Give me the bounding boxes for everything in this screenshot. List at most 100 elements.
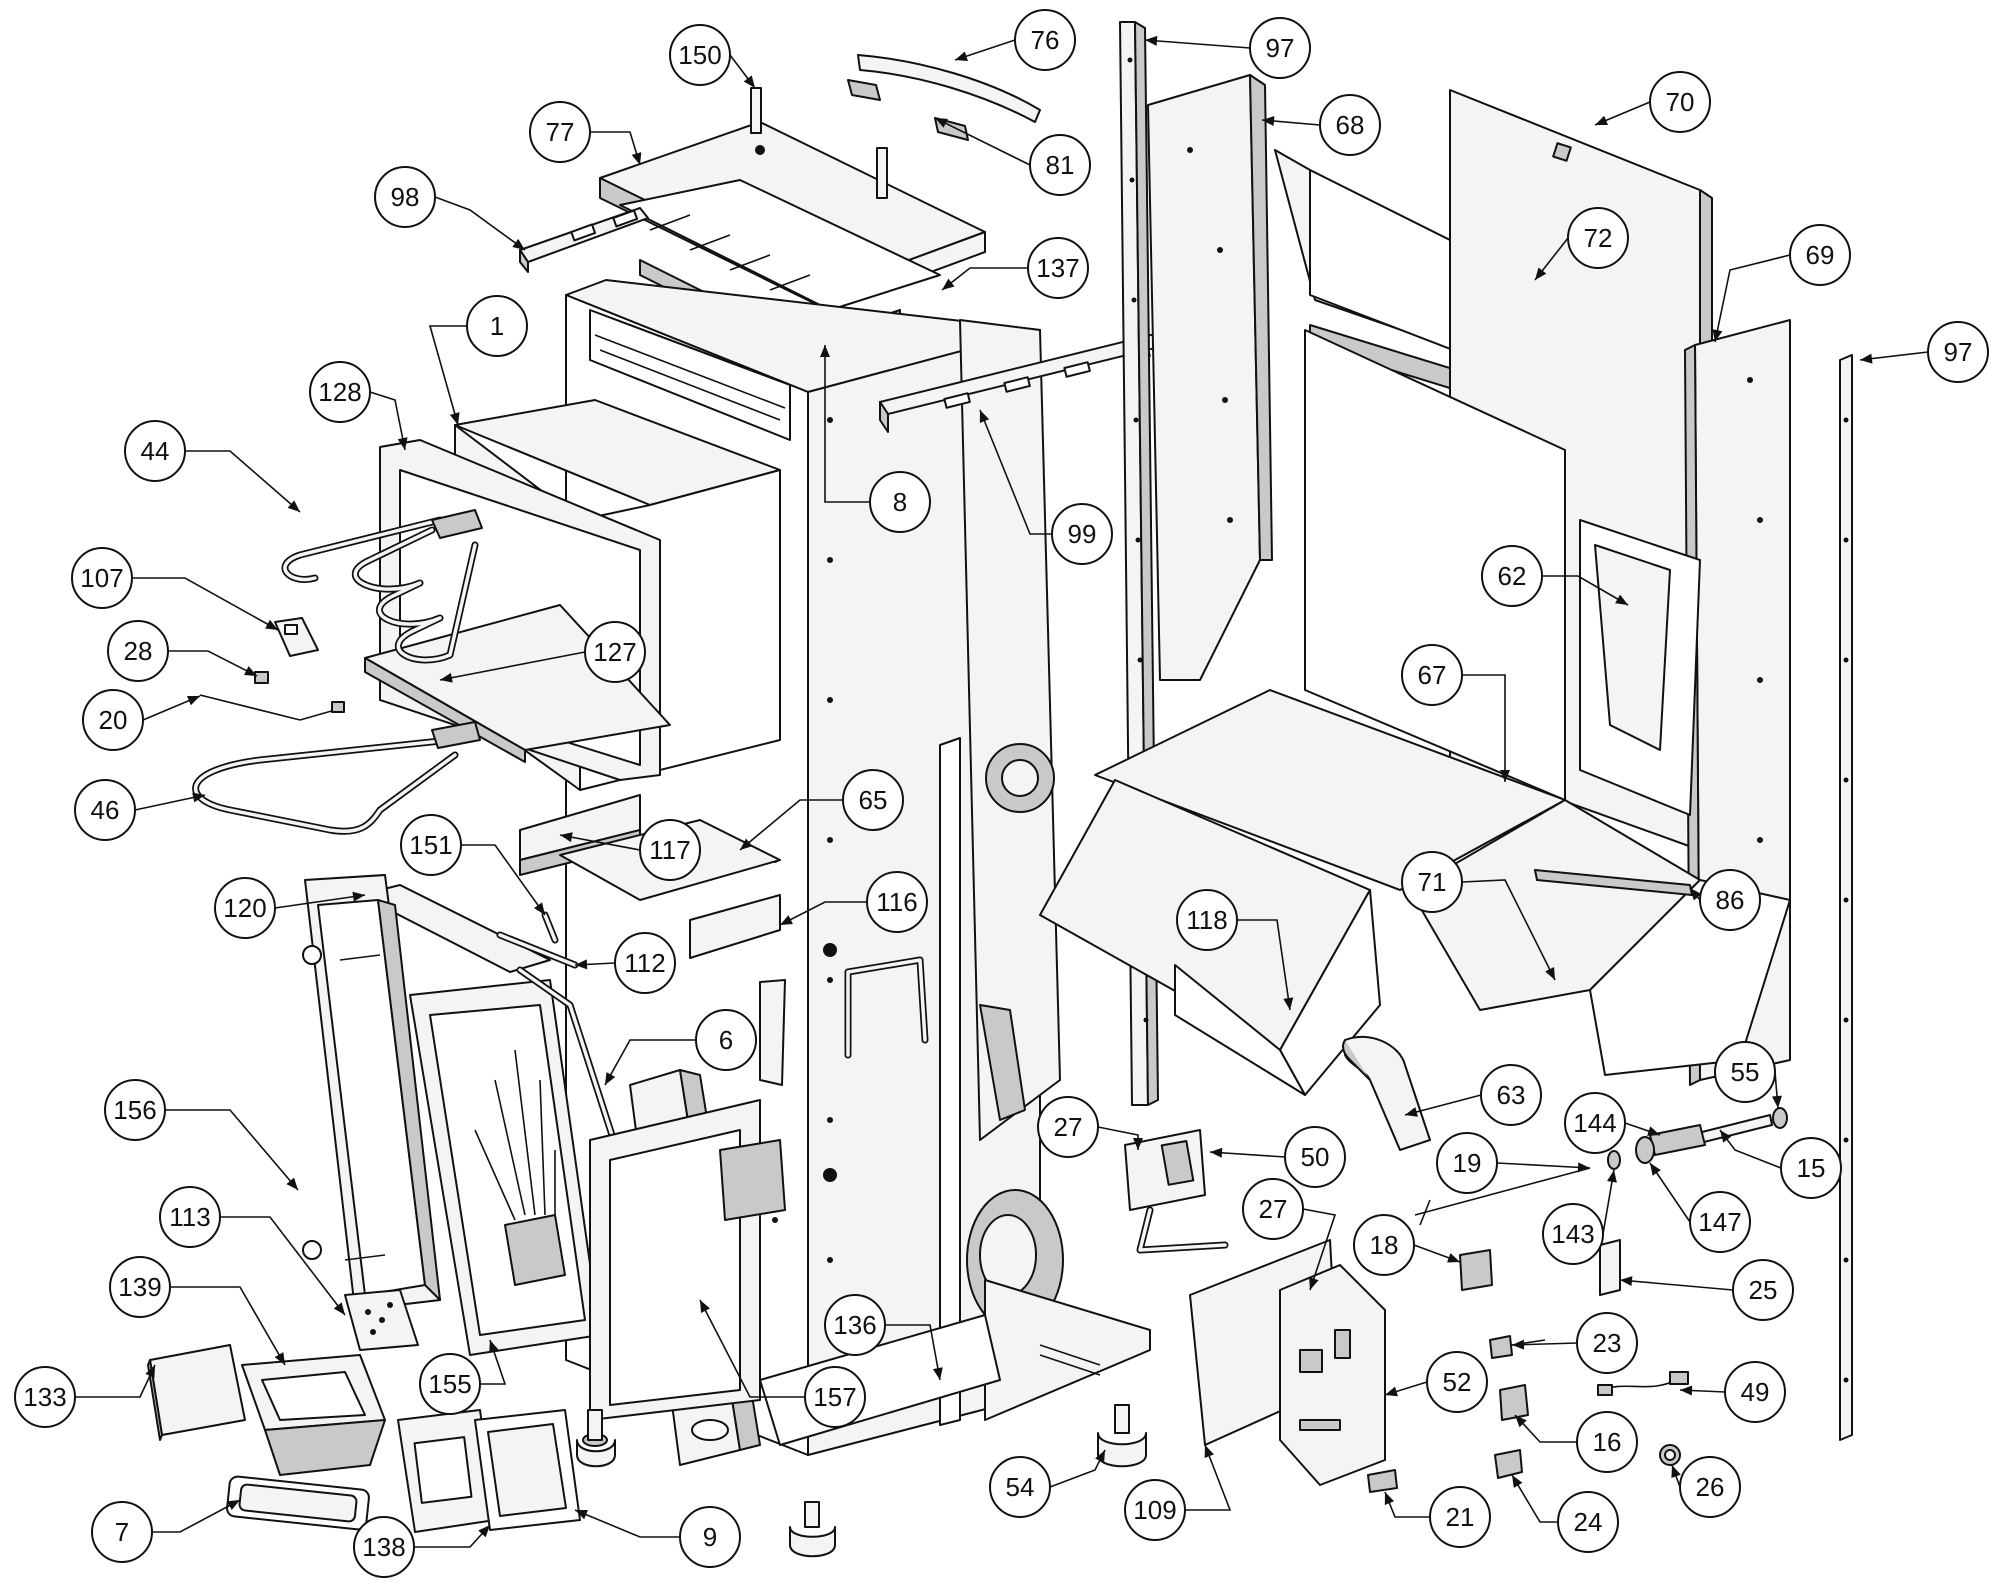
- callout-c19: 19: [1436, 1132, 1591, 1194]
- callout-c71: 71: [1401, 851, 1556, 981]
- leader-arrowhead: [244, 666, 257, 676]
- leader-line: [1496, 1162, 1591, 1169]
- callout-label: 62: [1498, 561, 1527, 591]
- leader-arrowhead: [333, 1302, 345, 1315]
- callout-label: 128: [318, 377, 361, 407]
- callout-c156: 156: [104, 1079, 299, 1191]
- callout-label: 49: [1741, 1377, 1770, 1407]
- control-board-52: [1279, 1264, 1386, 1486]
- callout-balloon: [374, 166, 436, 228]
- callout-balloon: [91, 1501, 153, 1563]
- callout-c116: 116: [779, 871, 928, 933]
- callout-c147: 147: [1649, 1162, 1751, 1253]
- callout-balloon: [1426, 1351, 1488, 1413]
- leader-arrowhead: [631, 152, 642, 165]
- callout-label: 72: [1584, 223, 1613, 253]
- harness-49: [1597, 1371, 1689, 1396]
- leader-line: [170, 1286, 286, 1366]
- leader-line: [941, 267, 1028, 291]
- callout-label: 44: [141, 436, 170, 466]
- callout-balloon: [1576, 1411, 1638, 1473]
- callout-c20: 20: [82, 689, 201, 751]
- leader-arrowhead: [1447, 1253, 1460, 1263]
- leader-arrowhead: [932, 1367, 943, 1380]
- leader-arrowhead: [935, 118, 948, 128]
- callout-balloon: [1480, 1064, 1542, 1126]
- callout-label: 20: [99, 705, 128, 735]
- leader-arrowhead: [265, 619, 278, 630]
- callout-label: 112: [624, 948, 665, 978]
- callout-balloon: [353, 1516, 415, 1578]
- callout-label: 1: [490, 311, 504, 341]
- leader-arrowhead: [187, 696, 200, 706]
- rear-panel-upper: [959, 319, 1061, 1141]
- callout-balloon: [1353, 1214, 1415, 1276]
- tube-63: [1341, 1035, 1431, 1151]
- callout-label: 65: [859, 785, 888, 815]
- leader-arrowhead: [512, 238, 525, 250]
- rod-112: [496, 931, 579, 969]
- callout-label: 55: [1731, 1057, 1760, 1087]
- leader-arrowhead: [1262, 116, 1275, 127]
- leader-line: [132, 577, 279, 631]
- leader-arrowhead: [820, 345, 830, 357]
- callout-c63: 63: [1404, 1064, 1542, 1126]
- callout-balloon: [214, 877, 276, 939]
- bracket-27a: [1136, 1206, 1229, 1254]
- plate-107: [274, 617, 319, 657]
- callout-balloon: [584, 621, 646, 683]
- callout-label: 76: [1031, 25, 1060, 55]
- callout-balloon: [109, 1256, 171, 1318]
- callout-label: 68: [1336, 110, 1365, 140]
- callout-label: 52: [1443, 1367, 1472, 1397]
- callout-label: 127: [593, 637, 636, 667]
- leader-arrowhead: [1671, 1465, 1681, 1478]
- callout-label: 144: [1573, 1108, 1616, 1138]
- leader-arrowhead: [287, 500, 300, 512]
- leader-arrowhead: [1210, 1147, 1223, 1158]
- callout-c6: 6: [604, 1009, 757, 1086]
- callout-label: 77: [546, 117, 575, 147]
- callout-label: 138: [362, 1532, 405, 1562]
- panel-68: [1147, 74, 1273, 681]
- callout-label: 155: [428, 1369, 471, 1399]
- leader-arrowhead: [1577, 1162, 1590, 1173]
- callout-label: 137: [1036, 253, 1079, 283]
- leader-arrowhead: [286, 1177, 298, 1190]
- leader-line: [439, 651, 586, 681]
- callout-label: 46: [91, 795, 120, 825]
- leader-line: [152, 1499, 241, 1533]
- callout-c69: 69: [1712, 224, 1851, 343]
- callout-c44: 44: [124, 420, 301, 513]
- callout-balloon: [1176, 889, 1238, 951]
- handle-bracket: [844, 956, 929, 1059]
- leader-line: [574, 1509, 680, 1538]
- heating-element-46: [192, 721, 481, 835]
- leader-line: [1714, 254, 1791, 343]
- callout-label: 157: [813, 1382, 856, 1412]
- leader-arrowhead: [1680, 1385, 1693, 1396]
- leader-line: [590, 131, 641, 166]
- fitting-147: [1635, 1136, 1655, 1164]
- callout-c98: 98: [374, 166, 526, 251]
- cap-55: [1772, 1107, 1788, 1129]
- callout-label: 9: [703, 1522, 717, 1552]
- callout-balloon: [1284, 1126, 1346, 1188]
- callout-balloon: [419, 1353, 481, 1415]
- leader-line: [934, 117, 1031, 166]
- leader-line: [1185, 1444, 1232, 1511]
- foot-left-2: [789, 1501, 836, 1558]
- callout-balloon: [869, 471, 931, 533]
- callout-balloon: [1242, 1178, 1304, 1240]
- gasket-7: [226, 1475, 370, 1531]
- callout-c70: 70: [1594, 71, 1711, 133]
- callout-c157: 157: [699, 1299, 866, 1428]
- callout-label: 63: [1497, 1080, 1526, 1110]
- callout-c27b: 27: [1242, 1178, 1337, 1291]
- callout-balloon: [1542, 1203, 1604, 1265]
- leader-line: [779, 901, 867, 926]
- callout-c68: 68: [1261, 94, 1381, 156]
